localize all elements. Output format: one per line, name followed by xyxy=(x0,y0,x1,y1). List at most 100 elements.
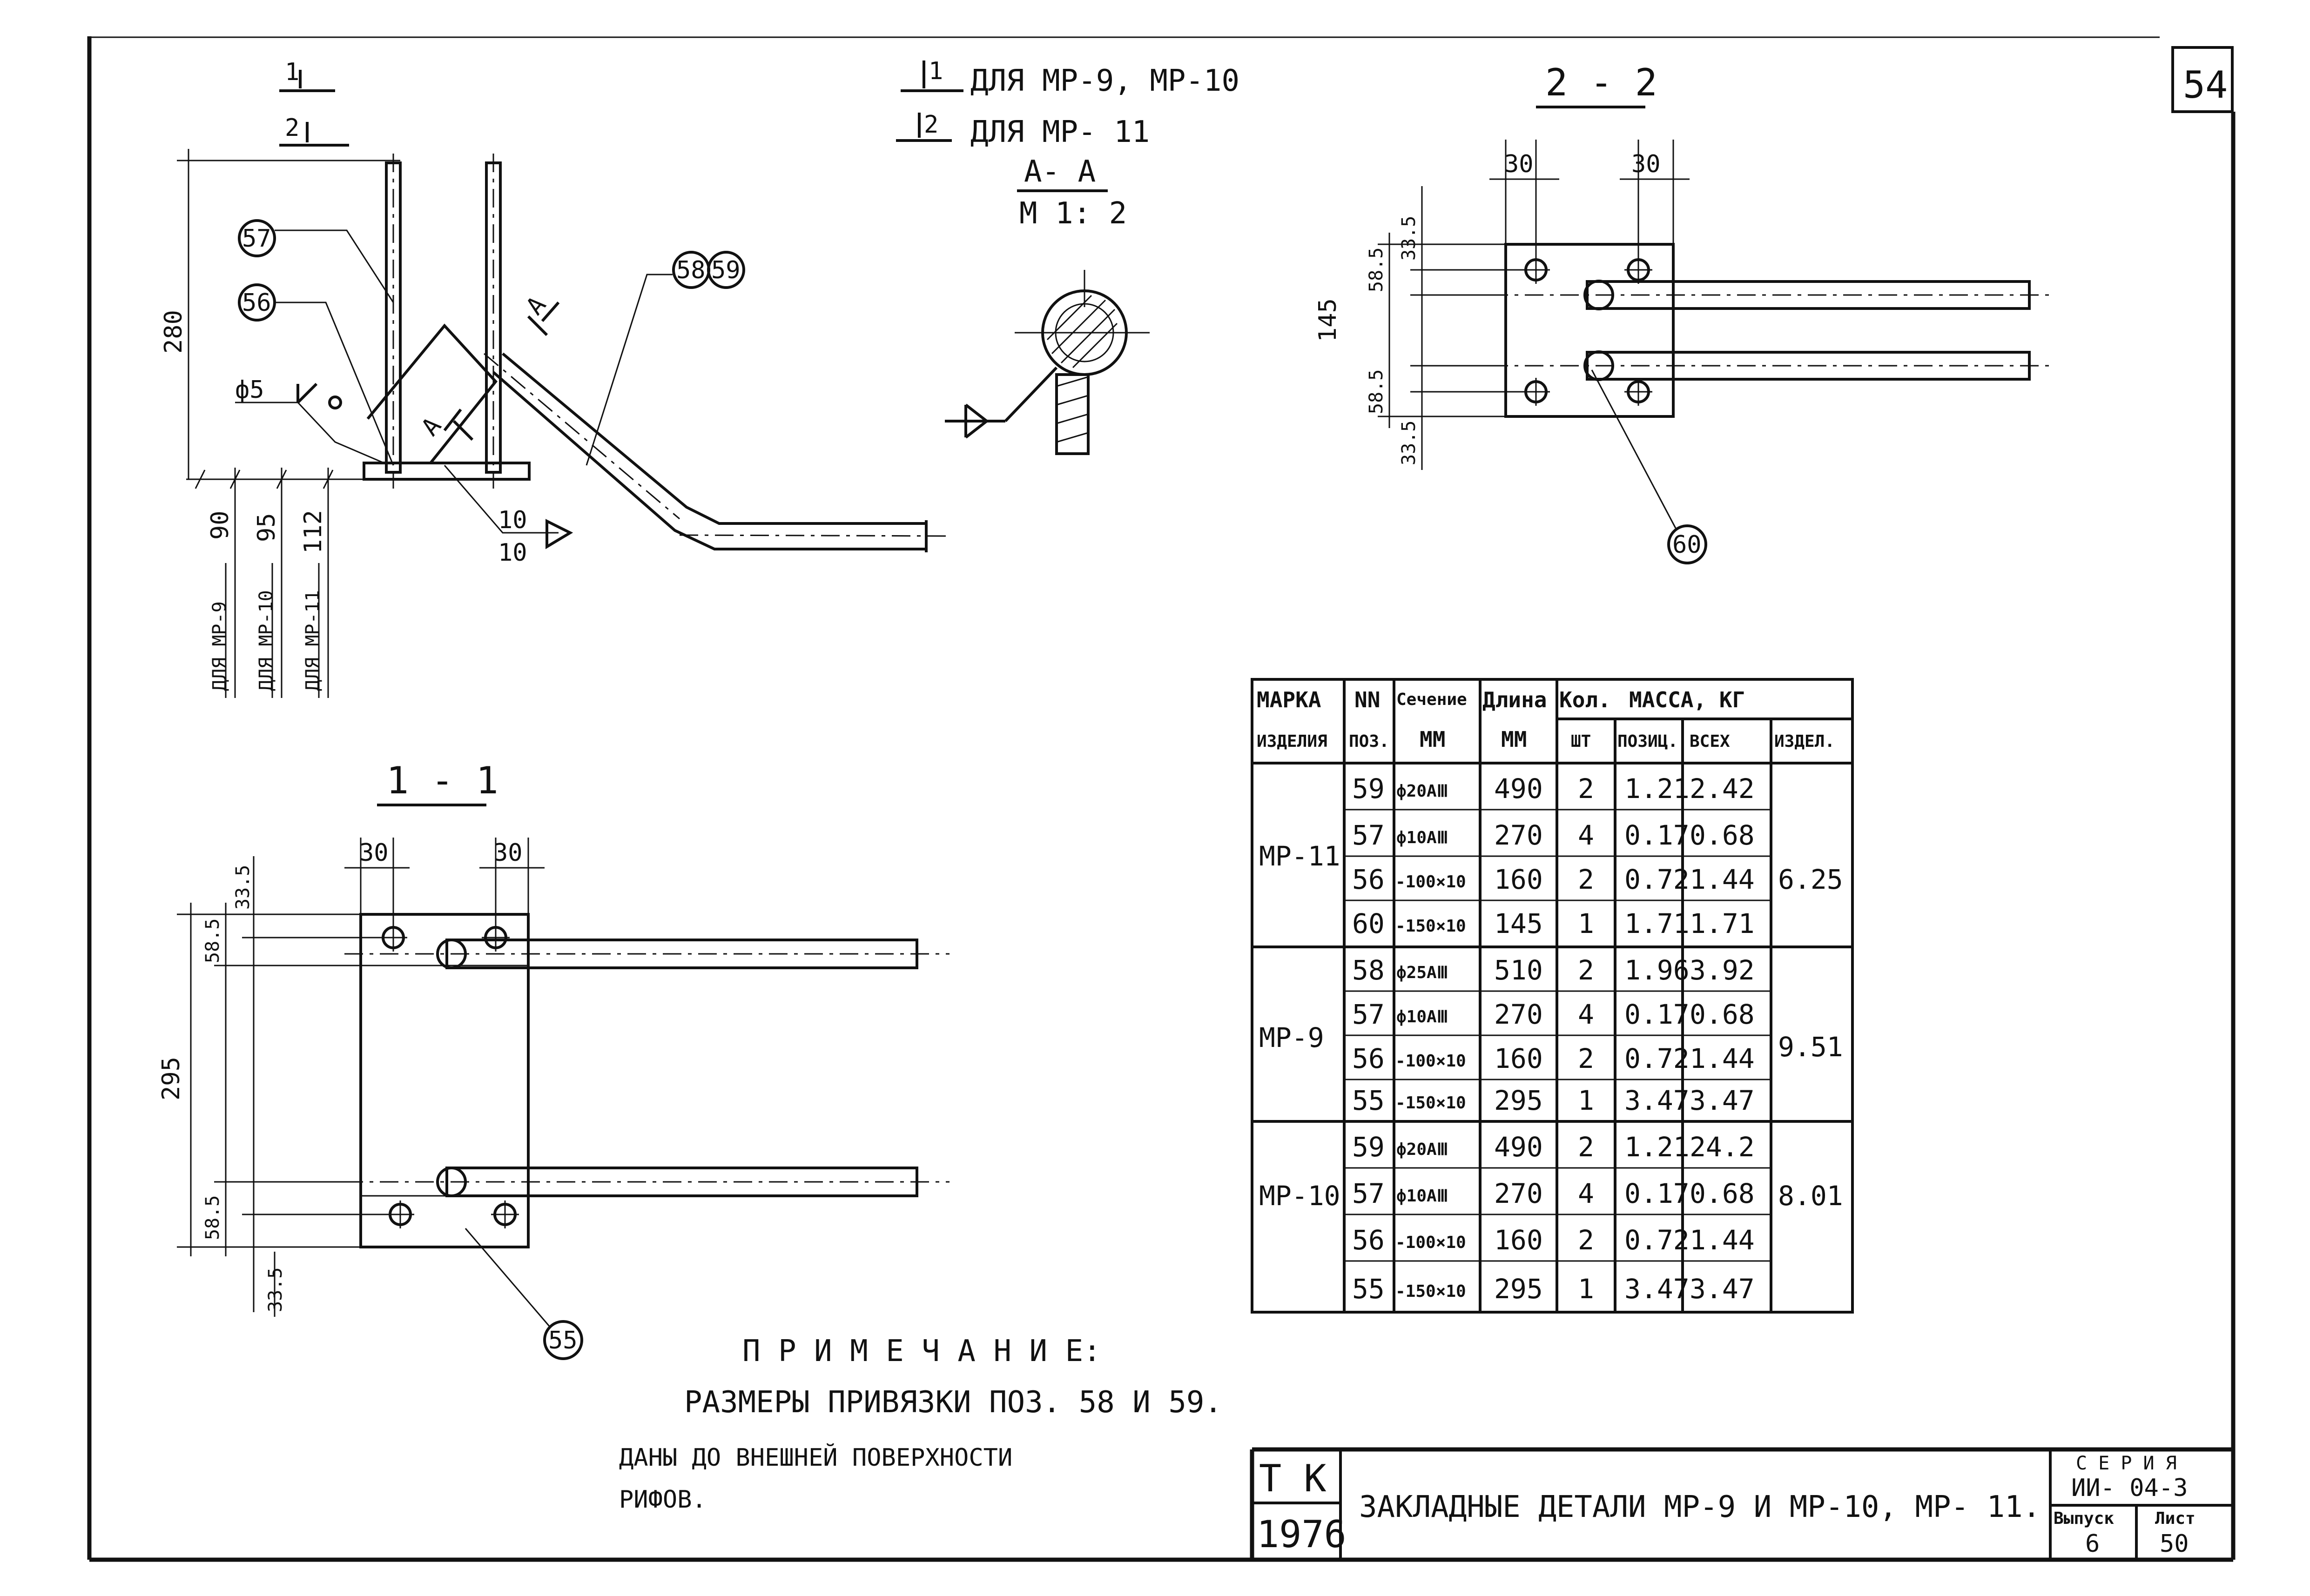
issue-value: 6 xyxy=(2085,1530,2100,1558)
table-cell: 2 xyxy=(1578,864,1594,895)
series-label: С Е Р И Я xyxy=(2076,1453,2177,1474)
table-cell: 57 xyxy=(1352,999,1385,1030)
th-marka-2: ИЗДЕЛИЯ xyxy=(1257,732,1327,751)
table-cell: 490 xyxy=(1494,773,1543,805)
table-cell: 490 xyxy=(1494,1131,1543,1163)
table-cell: 510 xyxy=(1494,954,1543,986)
table-cell: 24.2 xyxy=(1690,1131,1755,1163)
table-cell: ф20АⅢ xyxy=(1396,1140,1448,1159)
callout-59: 59 xyxy=(711,256,741,284)
th-section-2: ММ xyxy=(1420,727,1445,752)
table-cell: 295 xyxy=(1494,1085,1543,1116)
table-cell: 1 xyxy=(1578,1273,1594,1305)
table-cell: 270 xyxy=(1494,819,1543,851)
label-for-mp10: ДЛЯ МР-10 xyxy=(256,590,277,691)
view-2-2-dim-30-right: 30 xyxy=(1631,150,1661,178)
view-1-1: 1 - 1 30 30 xyxy=(157,759,950,1360)
callout-58: 58 xyxy=(676,256,706,284)
view-2-2-dim-58-5-top: 58.5 xyxy=(1366,248,1387,292)
table-cell: ф20АⅢ xyxy=(1396,782,1448,801)
table-cell: 56 xyxy=(1352,1224,1385,1256)
table-cell: 59 xyxy=(1352,773,1385,805)
table-cell: 2 xyxy=(1578,1224,1594,1256)
th-mass-pos: ПОЗИЦ. xyxy=(1617,732,1678,751)
table-cell: 2 xyxy=(1578,1043,1594,1074)
label-for-mp11: ДЛЯ МР-11 xyxy=(302,590,323,691)
table-cell: 0.17 xyxy=(1624,819,1690,851)
table-cell: 3.92 xyxy=(1690,954,1755,986)
sheet-number: 54 xyxy=(2183,63,2228,107)
note-line-3: РИФОВ. xyxy=(619,1486,707,1514)
table-cell: 4 xyxy=(1578,999,1594,1030)
table-cell: 3.47 xyxy=(1690,1085,1755,1116)
table-cell: 56 xyxy=(1352,864,1385,895)
elevation-view: А А 57 56 58 59 ф5 10 10 280 xyxy=(160,149,952,698)
view-1-1-dim-30-left: 30 xyxy=(359,839,389,867)
table-cell: 0.17 xyxy=(1624,1178,1690,1209)
note-line-1: РАЗМЕРЫ ПРИВЯЗКИ ПОЗ. 58 И 59. xyxy=(684,1385,1222,1420)
table-cell: 0.72 xyxy=(1624,864,1690,895)
note-title: П Р И М Е Ч А Н И Е: xyxy=(742,1334,1101,1368)
table-cell: 0.68 xyxy=(1690,1178,1755,1209)
table-cell: ф25АⅢ xyxy=(1396,963,1448,982)
group-total-mp10: 8.01 xyxy=(1778,1180,1843,1212)
sheet-label: Лист xyxy=(2155,1509,2196,1528)
table-cell: 0.68 xyxy=(1690,819,1755,851)
view-1-1-dim-33-5-top: 33.5 xyxy=(232,865,254,910)
dim-95: 95 xyxy=(253,513,281,542)
section-a-a-title: А- А xyxy=(1024,154,1096,189)
note-line-2: ДАНЫ ДО ВНЕШНЕЙ ПОВЕРХНОСТИ xyxy=(619,1443,1012,1472)
table-cell: 57 xyxy=(1352,1178,1385,1209)
view-2-2-dim-33-5-bottom: 33.5 xyxy=(1398,421,1420,465)
table-cell: 55 xyxy=(1352,1085,1385,1116)
title-year: 1976 xyxy=(1257,1513,1347,1556)
callout-56: 56 xyxy=(242,289,271,317)
table-cell: -150×10 xyxy=(1395,1093,1466,1113)
note-block: П Р И М Е Ч А Н И Е: РАЗМЕРЫ ПРИВЯЗКИ ПО… xyxy=(619,1334,1222,1514)
callout-57: 57 xyxy=(242,225,271,253)
section-mark-1: 1 xyxy=(285,58,299,86)
dim-90: 90 xyxy=(206,510,234,540)
table-cell: -100×10 xyxy=(1395,1052,1466,1071)
table-cell: -150×10 xyxy=(1395,917,1466,936)
th-mass-item: ИЗДЕЛ. xyxy=(1774,732,1835,751)
label-for-mp9: ДЛЯ МР-9 xyxy=(209,601,230,691)
table-cell: ф10АⅢ xyxy=(1396,1187,1448,1206)
view-1-1-dim-295: 295 xyxy=(157,1057,185,1100)
table-cell: -100×10 xyxy=(1395,1233,1466,1252)
section-legend-1-num: 1 xyxy=(929,57,943,85)
table-cell: 1.71 xyxy=(1690,908,1755,939)
table-cell: 3.47 xyxy=(1624,1085,1690,1116)
table-cell: 160 xyxy=(1494,1224,1543,1256)
spec-table: МАРКА ИЗДЕЛИЯ NN ПОЗ. Сечение ММ Длина М… xyxy=(1251,678,1854,1314)
group-mark-mp10: МР-10 xyxy=(1259,1180,1340,1212)
th-nn-2: ПОЗ. xyxy=(1349,732,1389,751)
table-cell: 57 xyxy=(1352,819,1385,851)
table-cell: 1.44 xyxy=(1690,1043,1755,1074)
th-section-1: Сечение xyxy=(1396,690,1467,709)
table-cell: 1.44 xyxy=(1690,864,1755,895)
series-value: ИИ- 04-3 xyxy=(2071,1474,2188,1502)
table-cell: 0.72 xyxy=(1624,1224,1690,1256)
dim-112: 112 xyxy=(299,510,327,554)
table-cell: 1.21 xyxy=(1624,1131,1690,1163)
issue-label: Выпуск xyxy=(2054,1509,2114,1528)
section-a-a: А- А М 1: 2 xyxy=(945,154,1150,455)
view-1-1-callout-55: 55 xyxy=(548,1327,578,1355)
th-qty-1: Кол. xyxy=(1559,687,1611,712)
table-cell: 2 xyxy=(1578,773,1594,805)
table-cell: 60 xyxy=(1352,908,1385,939)
group-total-mp9: 9.51 xyxy=(1778,1031,1843,1063)
cut-label-a-bottom: А xyxy=(416,412,447,442)
th-mass-all: ВСЕХ xyxy=(1690,732,1730,751)
table-cell: 1.44 xyxy=(1690,1224,1755,1256)
title-org: Т К xyxy=(1259,1457,1327,1500)
weld-size-top: 10 xyxy=(498,506,527,534)
table-cell: 59 xyxy=(1352,1131,1385,1163)
table-cell: 3.47 xyxy=(1624,1273,1690,1305)
table-cell: ф10АⅢ xyxy=(1396,828,1448,847)
section-legend-1-text: ДЛЯ МР-9, МР-10 xyxy=(970,64,1239,98)
view-1-1-dim-58-5-top: 58.5 xyxy=(202,919,223,963)
table-cell: 4 xyxy=(1578,1178,1594,1209)
